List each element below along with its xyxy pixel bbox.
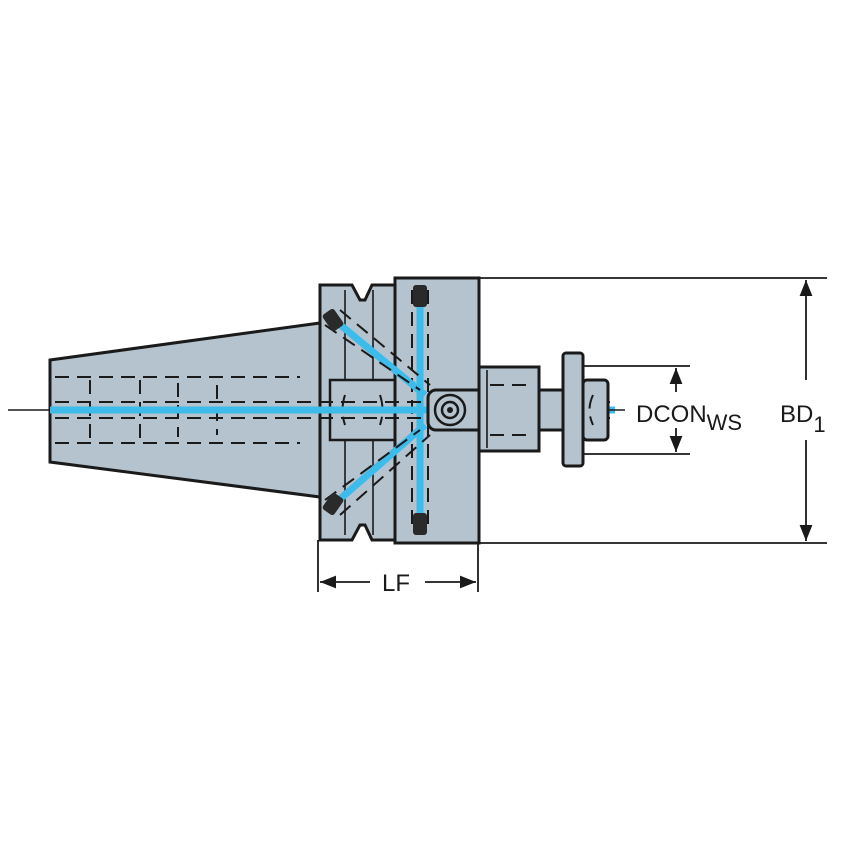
collet-nut — [477, 365, 566, 453]
stop-screw — [561, 351, 610, 468]
coolant-valve — [426, 388, 490, 432]
dcon-label: DCONWS — [636, 401, 742, 435]
bd-label: BD1 — [780, 401, 826, 437]
coolant-plugs — [322, 285, 427, 535]
lf-label: LF — [382, 570, 410, 597]
